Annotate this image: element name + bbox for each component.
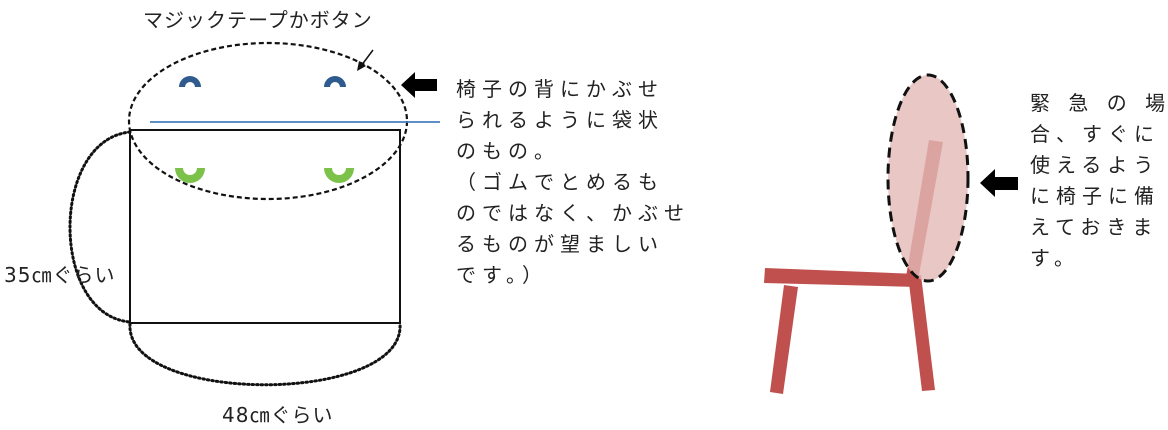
instruction-line: です。） (456, 263, 548, 287)
note-line: 使えるよう (1030, 153, 1160, 177)
note-text: 緊 急 の 場 合、すぐに 使えるよう に椅子に備 えておきま す。 (1030, 88, 1168, 274)
note-line: 合、すぐに (1030, 122, 1160, 146)
instruction-line: のではなく、かぶせ (456, 201, 690, 225)
note-line: 緊 急 の 場 (1030, 91, 1168, 115)
chair-drawing (764, 73, 1018, 394)
small-pointer-arrow-icon (360, 49, 374, 67)
cover-pattern-drawing (68, 41, 440, 387)
height-label: 35㎝ぐらい (4, 263, 116, 287)
note-line: に椅子に備 (1030, 184, 1160, 208)
instruction-line: られるように袋状 (456, 108, 664, 132)
left-arrow-icon (980, 169, 1018, 197)
fastener-label: マジックテープかボタン (143, 8, 373, 32)
fastener-bottom-left (175, 168, 205, 183)
instruction-line: 椅子の背にかぶせ (456, 77, 664, 101)
chair-front-leg (770, 285, 798, 394)
instruction-text: 椅子の背にかぶせ られるように袋状 のもの。 （ゴムでとめるも のではなく、かぶ… (456, 74, 690, 291)
width-label: 48㎝ぐらい (222, 403, 334, 427)
height-dotted-bracket (68, 130, 132, 324)
instruction-line: るものが望ましい (456, 232, 664, 256)
chair-seat (764, 268, 918, 287)
chair-cover-ellipse (886, 73, 970, 283)
fastener-bottom-right (324, 168, 354, 183)
instruction-line: （ゴムでとめるも (456, 170, 664, 194)
fastener-top-left (179, 76, 201, 87)
cover-body-rectangle (129, 129, 401, 324)
width-dotted-bracket (128, 322, 402, 387)
left-arrow-icon (401, 72, 437, 98)
fastener-area-ellipse (127, 41, 409, 201)
small-pointer-arrowhead (357, 61, 366, 71)
note-line: えておきま (1030, 215, 1159, 239)
chair-back-leg (908, 275, 935, 391)
fastener-top-right (324, 76, 346, 87)
instruction-line: のもの。 (456, 139, 560, 163)
note-line: す。 (1030, 246, 1080, 270)
